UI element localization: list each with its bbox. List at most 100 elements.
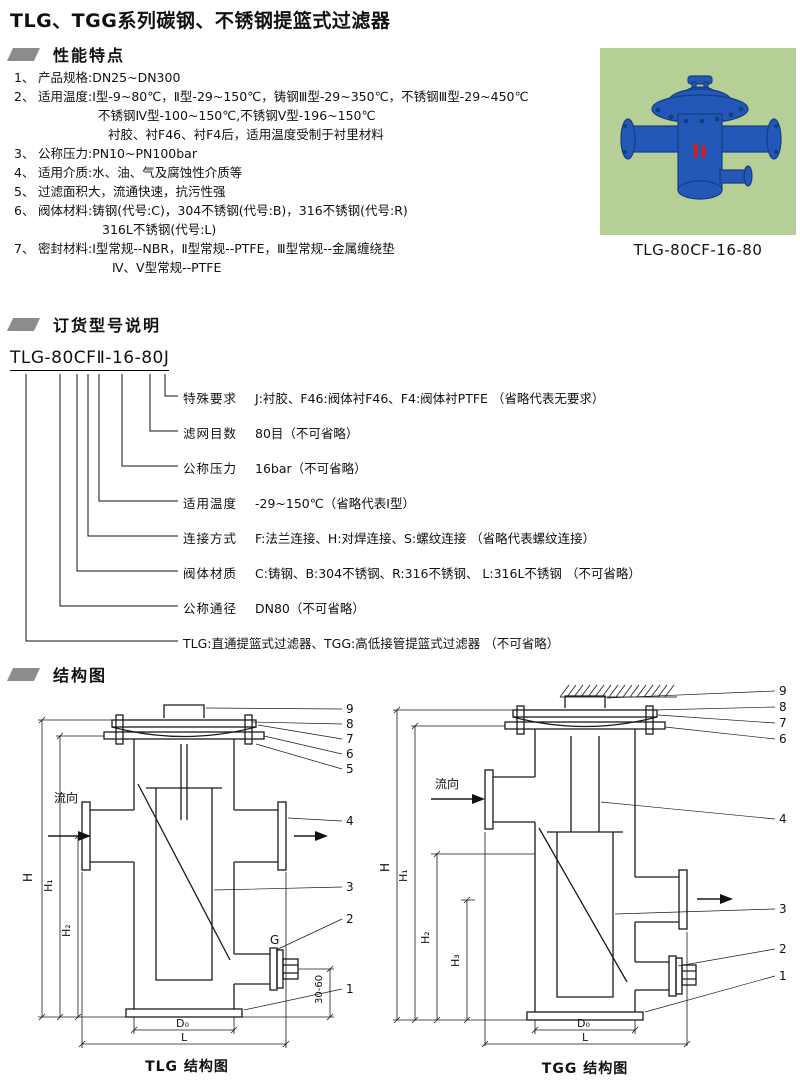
- ordering-row-desc: DN80（不可省略）: [255, 601, 365, 616]
- inlet-flow-arrowhead-icon: [472, 794, 485, 804]
- feature-number: 2、: [14, 89, 35, 104]
- feature-text: 密封材料:Ⅰ型常规--NBR，Ⅱ型常规--PTFE，Ⅲ型常规--金属缠绕垫: [38, 241, 395, 256]
- tlg-dim-h2: H₂: [60, 924, 73, 937]
- feature-number: 7、: [14, 241, 35, 256]
- tlg-dim-g: G: [270, 933, 279, 947]
- tgg-structure-drawing: 流向 H H₁ H₂ H₃ D₀ L 9 8 7 6 4 3 2 1: [378, 684, 787, 1048]
- ordering-row: 阀体材质 C:铸钢、B:304不锈钢、R:316不锈钢、 L:316L不锈钢 （不…: [183, 563, 641, 582]
- tlg-dim-l: L: [181, 1031, 188, 1044]
- feature-text: 阀体材料:铸钢(代号:C)，304不锈钢(代号:B)，316不锈钢(代号:R): [38, 203, 408, 218]
- ordering-heading: 订货型号说明: [53, 316, 162, 335]
- callout-number: 6: [346, 747, 354, 761]
- callout-number: 6: [779, 732, 787, 746]
- red-brand-mark: [693, 144, 706, 158]
- feature-text: 衬胶、衬F46、衬F4后，适用温度受制于衬里材料: [108, 127, 384, 142]
- ordering-row-label: 公称通径: [183, 601, 238, 616]
- product-photo: [600, 48, 796, 235]
- feature-item: 不锈钢Ⅳ型-100~150℃,不锈钢Ⅴ型-196~150℃: [38, 108, 376, 123]
- feature-item: 4、适用介质:水、油、气及腐蚀性介质等: [14, 165, 243, 180]
- outlet-flow-arrowhead-icon: [315, 831, 328, 841]
- callout-number: 5: [346, 762, 354, 776]
- ordering-row-label: 连接方式: [183, 531, 238, 546]
- tgg-flow-label: 流向: [435, 776, 459, 791]
- feature-text: 316L不锈钢(代号:L): [102, 222, 217, 237]
- product-model-caption: TLG-80CF-16-80: [633, 241, 763, 259]
- ordering-row-label: 特殊要求: [183, 391, 238, 406]
- tgg-diagram-caption: TGG 结构图: [541, 1061, 629, 1077]
- ordering-model-code: TLG-80CFⅡ-16-80J: [10, 348, 170, 371]
- tgg-dim-h1: H₁: [397, 869, 410, 882]
- section-marker-icon: [6, 317, 41, 331]
- ordering-row-label: 公称压力: [183, 461, 238, 476]
- callout-number: 3: [346, 880, 354, 894]
- tlg-flow-label: 流向: [54, 790, 78, 805]
- ordering-row-desc: -29~150℃（省略代表Ⅰ型）: [255, 496, 415, 511]
- ordering-row-desc: TLG:直通提篮式过滤器、TGG:高低接管提篮式过滤器 （不可省略）: [183, 636, 560, 651]
- ordering-row-label: 适用温度: [183, 496, 238, 511]
- tlg-diagram-caption: TLG 结构图: [145, 1059, 229, 1075]
- callout-number: 2: [779, 942, 787, 956]
- ordering-row-desc: J:衬胶、F46:阀体衬F46、F4:阀体衬PTFE （省略代表无要求）: [255, 391, 605, 406]
- tgg-dim-h: H: [378, 863, 392, 872]
- features-heading: 性能特点: [53, 46, 126, 65]
- callout-number: 3: [779, 902, 787, 916]
- callout-number: 9: [346, 702, 354, 716]
- hatch-band-icon: [559, 684, 677, 698]
- feature-text: 过滤面积大，流通快速，抗污性强: [38, 184, 226, 199]
- section-marker-icon: [6, 47, 41, 61]
- ordering-section-header: 订货型号说明: [6, 312, 162, 336]
- ordering-row: TLG:直通提篮式过滤器、TGG:高低接管提篮式过滤器 （不可省略）: [183, 633, 559, 652]
- feature-item: 3、公称压力:PN10~PN100bar: [14, 146, 197, 161]
- ordering-row-desc: C:铸钢、B:304不锈钢、R:316不锈钢、 L:316L不锈钢 （不可省略）: [255, 566, 641, 581]
- callout-number: 1: [346, 982, 354, 996]
- feature-number: 1、: [14, 70, 35, 85]
- tlg-vessel-outline: [81, 704, 299, 1018]
- callout-number: 8: [779, 700, 787, 714]
- callout-number: 7: [779, 716, 787, 730]
- callout-number: 7: [346, 732, 354, 746]
- tgg-dim-d0: D₀: [577, 1017, 590, 1030]
- strainer-illustration: [620, 75, 782, 200]
- feature-item: 2、适用温度:Ⅰ型-9~80℃，Ⅱ型-29~150℃，铸钢Ⅲ型-29~350℃，…: [14, 89, 529, 104]
- feature-number: 4、: [14, 165, 35, 180]
- ordering-row: 公称通径 DN80（不可省略）: [183, 598, 365, 617]
- tgg-dim-h2: H₂: [419, 931, 432, 944]
- tlg-callout-numbers: 9 8 7 6 5 4 3 2 1: [346, 702, 354, 996]
- tlg-callout-leaders: [205, 707, 343, 1011]
- feature-item: 衬胶、衬F46、衬F4后，适用温度受制于衬里材料: [48, 127, 384, 142]
- page-title: TLG、TGG系列碳钢、不锈钢提篮式过滤器: [10, 10, 391, 32]
- callout-number: 4: [346, 814, 354, 828]
- callout-number: 9: [779, 684, 787, 698]
- feature-number: 5、: [14, 184, 35, 199]
- feature-item: 316L不锈钢(代号:L): [42, 222, 217, 237]
- feature-text: 适用介质:水、油、气及腐蚀性介质等: [38, 165, 243, 180]
- callout-number: 4: [779, 812, 787, 826]
- section-marker-icon: [6, 667, 41, 681]
- feature-text: 公称压力:PN10~PN100bar: [38, 146, 197, 161]
- tlg-dim-d0: D₀: [176, 1017, 189, 1030]
- tgg-dim-h3: H₃: [449, 954, 462, 967]
- tgg-vessel-outline: [484, 695, 697, 1021]
- ordering-connector-lines: [25, 374, 178, 642]
- feature-item: 6、阀体材料:铸钢(代号:C)，304不锈钢(代号:B)，316不锈钢(代号:R…: [14, 203, 408, 218]
- features-section-header: 性能特点: [6, 42, 126, 66]
- feature-text: 不锈钢Ⅳ型-100~150℃,不锈钢Ⅴ型-196~150℃: [98, 108, 376, 123]
- tlg-dimension-lines: [38, 716, 334, 1048]
- ordering-row-label: 阀体材质: [183, 566, 238, 581]
- outlet-flow-arrowhead-icon: [720, 894, 733, 904]
- ordering-row: 适用温度 -29~150℃（省略代表Ⅰ型）: [183, 493, 415, 512]
- inlet-flow-arrowhead-icon: [78, 831, 91, 841]
- tgg-callout-leaders: [600, 690, 776, 1013]
- feature-item: 1、产品规格:DN25~DN300: [14, 70, 180, 85]
- feature-text: Ⅳ、Ⅴ型常规--PTFE: [112, 260, 222, 275]
- structure-section-header: 结构图: [6, 662, 107, 686]
- callout-number: 1: [779, 969, 787, 983]
- callout-number: 8: [346, 717, 354, 731]
- tgg-dim-l: L: [582, 1031, 589, 1044]
- tlg-dim-range: 30-60: [314, 975, 325, 1004]
- flange-bolts: [623, 106, 778, 154]
- ordering-row-label: 滤网目数: [183, 426, 238, 441]
- ordering-row: 特殊要求 J:衬胶、F46:阀体衬F46、F4:阀体衬PTFE （省略代表无要求）: [183, 388, 604, 407]
